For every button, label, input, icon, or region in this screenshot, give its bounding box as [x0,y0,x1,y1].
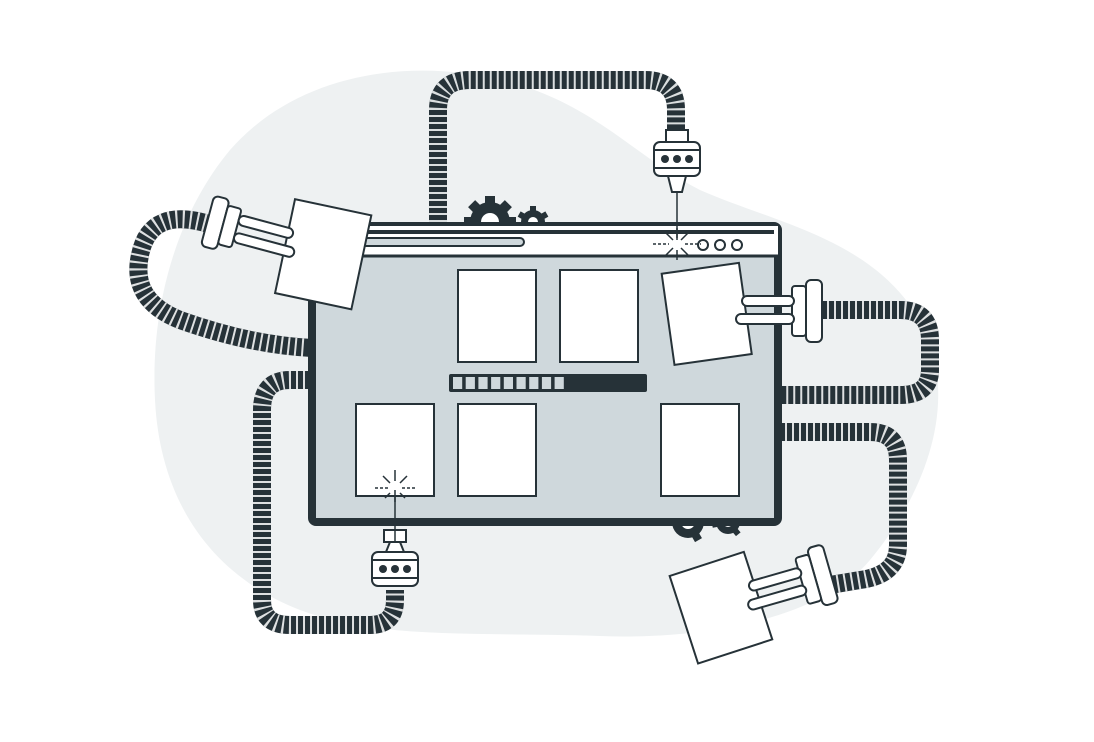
progress-segment [478,377,488,389]
progress-segment [465,377,475,389]
plug-icon [200,195,296,258]
progress-segment [503,377,513,389]
address-bar[interactable] [357,237,525,247]
progress-bar [449,374,647,392]
tile[interactable] [457,269,537,363]
tile[interactable] [660,403,740,497]
cables [129,71,939,634]
window-button[interactable] [731,239,743,251]
content-tiles [355,269,740,497]
spark-icon [653,228,701,260]
tile-bottom-right-held [668,550,774,665]
cable-right-lower [778,423,907,594]
plug-icon [747,544,839,611]
progress-fill [453,377,564,389]
tile-being-placed [660,261,753,366]
cable-top [429,71,685,222]
progress-segment [516,377,526,389]
tile[interactable] [355,403,435,497]
window-button[interactable] [714,239,726,251]
robot-arm-connector-icon [371,490,419,587]
spark-icon [375,470,415,502]
progress-segment [529,377,539,389]
progress-segment [554,377,564,389]
progress-segment [491,377,501,389]
plug-icon [735,279,823,343]
progress-segment [541,377,552,389]
window-button[interactable] [697,239,709,251]
robot-arm-connector-icon [653,129,701,240]
tile[interactable] [559,269,639,363]
tile[interactable] [457,403,537,497]
progress-segment [453,377,463,389]
